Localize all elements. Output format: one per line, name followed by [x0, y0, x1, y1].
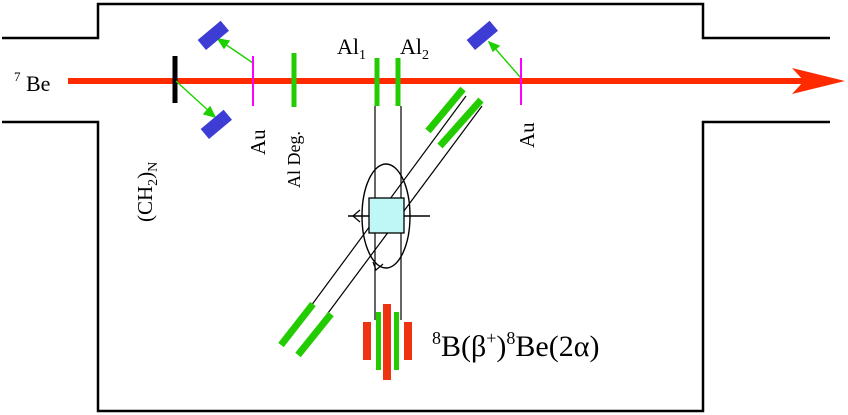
al2-label: Al2	[400, 34, 429, 63]
beam-label-main: Be	[26, 71, 50, 96]
arrow-right-icon	[792, 68, 845, 94]
monitor-arrow-right	[487, 40, 522, 79]
source-cube	[368, 197, 405, 234]
implantation-stack	[363, 304, 412, 380]
monitor-detector-bottom-left	[200, 109, 232, 140]
al-degrader-label: Al Deg.	[284, 131, 304, 188]
au-label-left: Au	[246, 129, 270, 155]
beam-label: 7 Be	[14, 61, 50, 96]
monitor-arrows-left	[175, 38, 254, 119]
ch2-label: (CH2)N	[133, 162, 161, 222]
telescope-detectors-upper	[425, 86, 484, 149]
au-label-right: Au	[515, 122, 539, 148]
beam-arrow	[68, 68, 845, 94]
beam-label-superscript: 7	[14, 69, 21, 84]
al1-label: Al1	[337, 34, 366, 63]
monitor-detector-top-left	[197, 20, 229, 51]
reaction-label: 8B(β+)8Be(2α)	[432, 328, 599, 363]
chamber-outline	[2, 2, 830, 413]
monitor-detector-right	[466, 20, 498, 51]
telescope-detectors-lower	[278, 301, 334, 358]
